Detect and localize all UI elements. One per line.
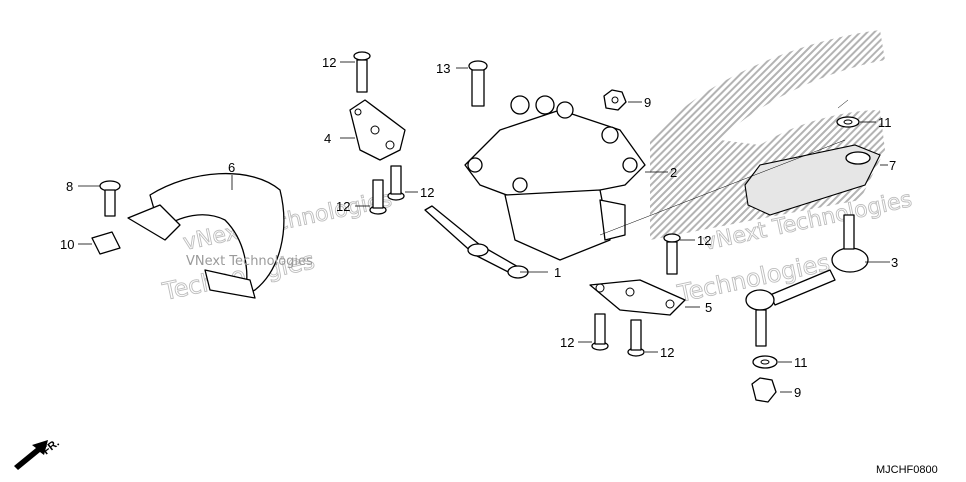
bolts-12-upper — [353, 51, 405, 215]
part-7-rod — [744, 144, 881, 216]
callout-3: 3 — [891, 255, 898, 270]
callout-5: 5 — [705, 300, 712, 315]
callout-12-d: 12 — [697, 233, 711, 248]
leader-lines — [78, 61, 890, 393]
callout-7: 7 — [889, 158, 896, 173]
callout-12-c: 12 — [336, 199, 350, 214]
callout-11-bottom: 11 — [794, 355, 808, 370]
callout-1: 1 — [554, 265, 561, 280]
part-9-nut-bottom — [751, 377, 777, 403]
callout-9-top: 9 — [644, 95, 651, 110]
front-arrow: FR. — [14, 437, 62, 470]
callouts: 1 2 3 4 5 6 7 8 9 9 10 11 11 12 12 12 12… — [60, 55, 898, 400]
part-13-bolt — [468, 60, 488, 107]
callout-2: 2 — [670, 165, 677, 180]
part-10-clip-nut — [91, 231, 121, 255]
part-4-bracket — [349, 99, 406, 161]
callout-8: 8 — [66, 179, 73, 194]
callout-6: 6 — [228, 160, 235, 175]
callout-12-b: 12 — [420, 185, 434, 200]
part-8-bolt — [99, 180, 121, 217]
callout-12-a: 12 — [322, 55, 336, 70]
callout-12-e: 12 — [560, 335, 574, 350]
part-2-main-unit — [464, 95, 646, 261]
part-3-tie-rod — [745, 214, 869, 347]
part-9-nut-top — [603, 89, 627, 111]
callout-12-f: 12 — [660, 345, 674, 360]
part-5-bracket — [589, 279, 686, 316]
callout-10: 10 — [60, 237, 74, 252]
part-1-link — [424, 205, 529, 279]
part-11-washers — [752, 116, 860, 369]
diagram-code: MJCHF0800 — [876, 464, 938, 476]
part-6-cover — [127, 172, 285, 299]
callout-4: 4 — [324, 131, 331, 146]
callout-11-top: 11 — [878, 115, 892, 130]
watermark-small: VNext Technologies — [186, 254, 313, 269]
callout-13: 13 — [436, 61, 450, 76]
bolts-12-lower — [591, 233, 681, 357]
callout-9-bottom: 9 — [794, 385, 801, 400]
